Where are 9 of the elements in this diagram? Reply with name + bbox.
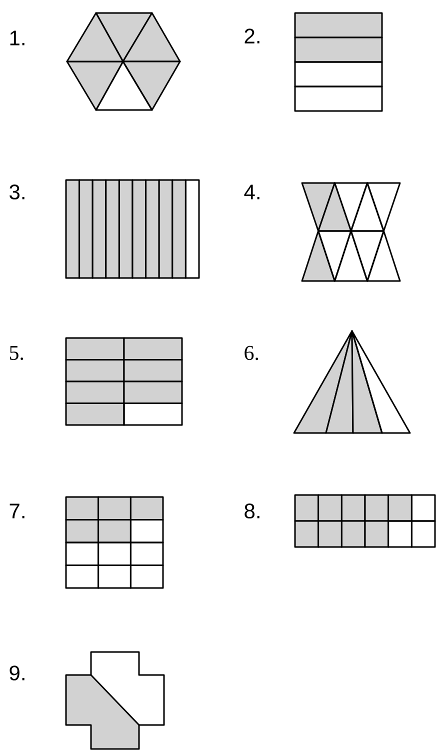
figure-number: 2.	[244, 28, 260, 44]
figure-number: 6.	[244, 346, 258, 360]
figure-number: 3.	[10, 184, 24, 200]
figure-number: 7.	[10, 504, 24, 518]
figure-number: 9.	[10, 666, 24, 680]
figure-number: 5.	[10, 346, 24, 360]
figure-number: 1.	[10, 30, 24, 46]
figure-number: 4.	[244, 184, 260, 200]
figure-number: 8.	[244, 504, 260, 518]
